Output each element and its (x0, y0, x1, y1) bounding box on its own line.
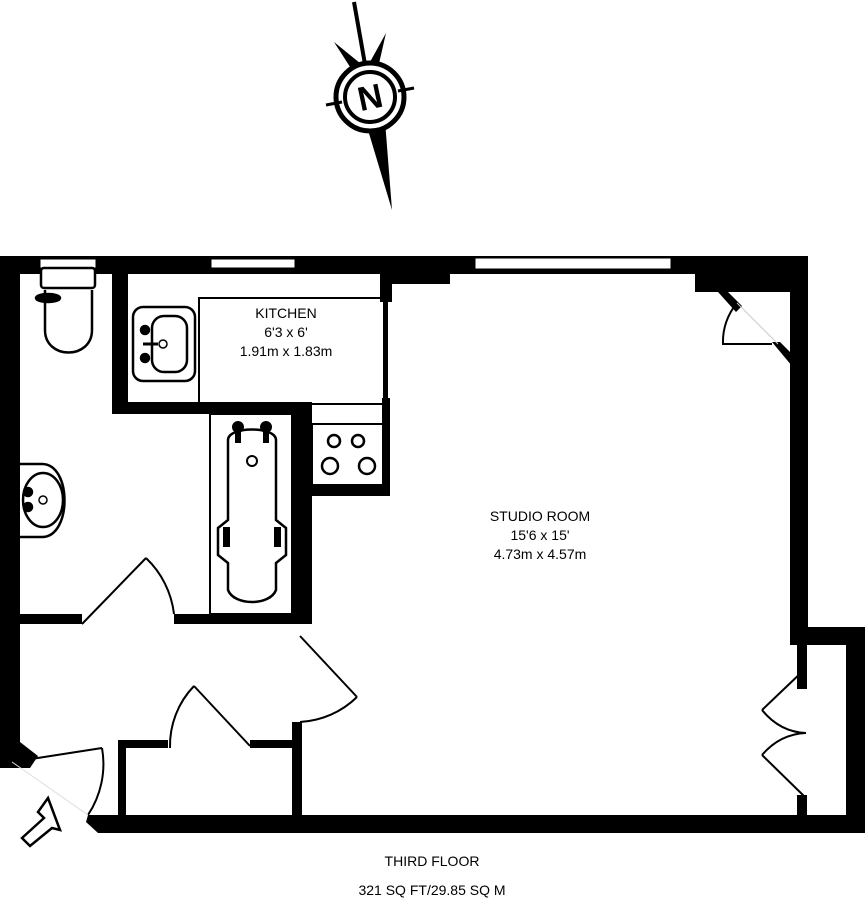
window-bathroom (39, 258, 97, 269)
bathroom-door[interactable] (81, 557, 175, 625)
room-name: KITCHEN (255, 305, 317, 321)
room-dims-imperial: 6'3 x 6' (264, 324, 308, 340)
entrance-door[interactable] (11, 747, 105, 816)
wardrobe-doors[interactable] (761, 668, 807, 798)
bathroom-sink-icon (20, 462, 66, 539)
kitchen-counter (198, 297, 387, 487)
doors (11, 292, 807, 816)
room-name: STUDIO ROOM (489, 508, 591, 524)
kitchen-sink-icon (131, 305, 197, 383)
cupboard-door[interactable] (168, 685, 251, 749)
room-dims-imperial: 15'6 x 15' (510, 527, 570, 543)
bathtub-icon (209, 413, 293, 615)
floor-area: 321 SQ FT/29.85 SQ M (358, 882, 506, 898)
room-label-kitchen: KITCHEN 6'3 x 6' 1.91m x 1.83m (240, 304, 333, 361)
north-arrow-icon: N (325, 1, 415, 210)
room-dims-metric: 4.73m x 4.57m (493, 546, 587, 562)
window-kitchen (210, 258, 296, 269)
walls (0, 256, 865, 833)
studio-door[interactable] (299, 635, 358, 723)
toilet-icon (34, 266, 97, 354)
room-dims-metric: 1.91m x 1.83m (239, 343, 333, 359)
corner-cupboard-door[interactable] (718, 292, 792, 366)
floor-name: THIRD FLOOR (384, 853, 480, 869)
room-label-studio: STUDIO ROOM 15'6 x 15' 4.73m x 4.57m (490, 507, 590, 564)
hob-icon (320, 433, 377, 476)
window-studio (474, 257, 672, 270)
entrance-arrow-icon (20, 795, 63, 848)
